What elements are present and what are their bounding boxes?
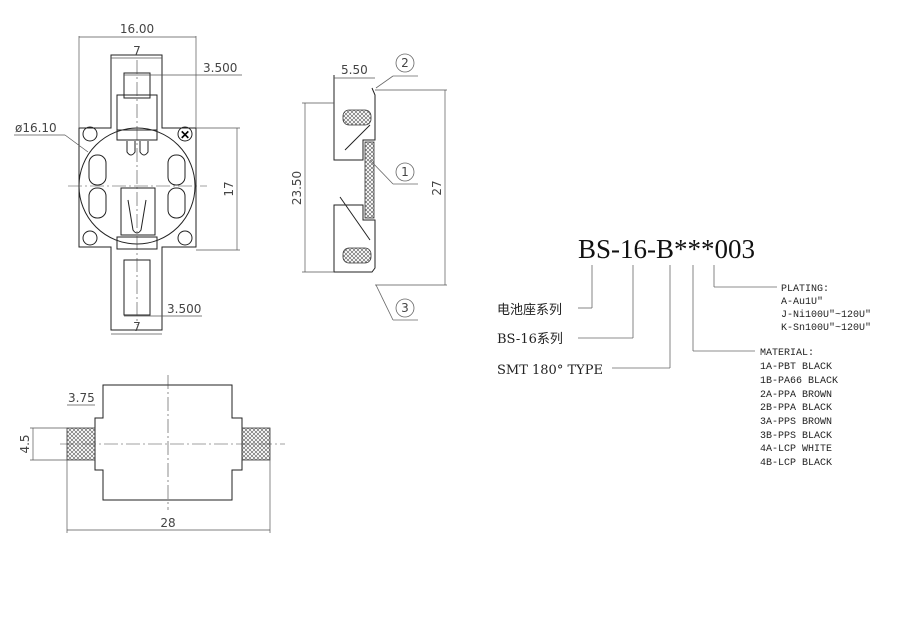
dim-diameter: ø16.10 [15,121,57,135]
plating-option: K-Sn100U"~120U" [781,322,871,334]
callout-1: 1 [401,165,409,179]
dim-width: 16.00 [120,22,154,36]
material-option: 1A-PBT BLACK [760,362,832,373]
dim-height: 17 [222,181,236,196]
bottom-view: 3.75 4.5 28 [18,375,285,533]
label-type: SMT 180° TYPE [497,363,603,378]
material-option: 4B-LCP BLACK [760,458,832,469]
plating-option: J-Ni100U"~120U" [781,309,871,321]
material-option: 3A-PPS BROWN [760,417,832,428]
label-series-cn: 电池座系列 [497,303,562,318]
dim-contact-pitch-bottom: 3.500 [167,302,201,316]
dim-pad-height: 4.5 [18,434,32,453]
dim-depth: 5.50 [341,63,368,77]
callout-2: 2 [401,56,409,70]
dim-contact-pitch-top: 3.500 [203,61,237,75]
plating-option: A-Au1U" [781,296,823,308]
plating-title: PLATING: [781,284,829,295]
dim-pad: 3.75 [68,391,95,405]
material-option: 3B-PPS BLACK [760,431,832,442]
material-option: 1B-PA66 BLACK [760,376,838,387]
material-option: 2B-PPA BLACK [760,403,832,414]
dim-contact-width: 7 [133,44,141,58]
label-series: BS-16系列 [497,332,563,347]
part-number-legend: BS-16-B***003 电池座系列 BS-16系列 SMT 180° TYP… [497,234,871,469]
cross-mark-icon: ✕ [180,128,190,142]
material-option: 4A-LCP WHITE [760,444,832,455]
dim-height-inner: 23.50 [290,171,304,205]
material-option: 2A-PPA BROWN [760,390,832,401]
side-view: 5.50 23.50 27 2 1 3 [290,53,447,321]
callout-3: 3 [401,301,409,315]
part-number-code: BS-16-B***003 [578,234,755,264]
dim-height-total: 27 [430,180,444,195]
top-view: ✕ 16.00 7 3.500 ø16.10 17 3.500 7 [14,22,242,335]
dim-length: 28 [160,516,175,530]
dim-contact-width-bottom: 7 [133,320,141,334]
material-title: MATERIAL: [760,348,814,359]
